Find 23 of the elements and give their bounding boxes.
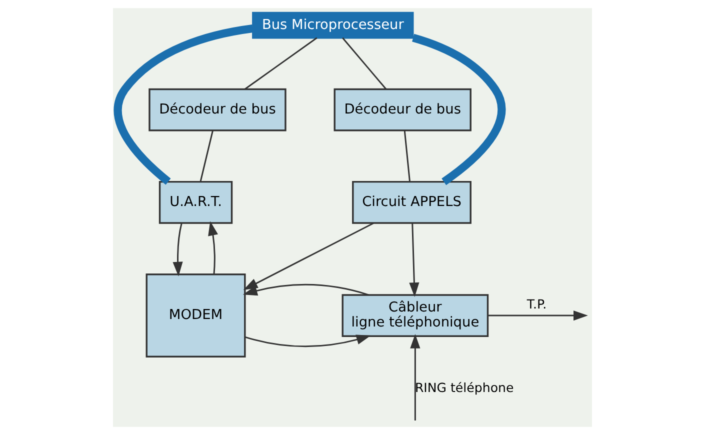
node-box: Décodeur de bus [148,88,286,132]
node-box: MODEM [146,274,246,358]
node-box: Bus Microprocesseur [252,12,414,39]
node-box: Câbleur ligne téléphonique [342,294,489,337]
connector [412,34,506,186]
edge-label: T.P. [526,296,547,312]
node-box: Circuit APPELS [352,180,472,224]
arrow [172,223,183,276]
node-box: Décodeur de bus [334,88,472,132]
connector [200,130,214,182]
arrow [410,334,420,420]
edge-label: RING téléphone [414,380,514,395]
arrow [243,222,374,290]
connector [114,24,254,185]
connector [404,130,411,182]
node-box: U.A.R.T. [158,180,233,224]
connector [342,37,387,90]
arrow [409,223,420,297]
connector [244,37,318,90]
arrow [208,221,218,274]
arrow [488,310,588,321]
arrow [244,334,371,348]
arrow [242,284,369,296]
